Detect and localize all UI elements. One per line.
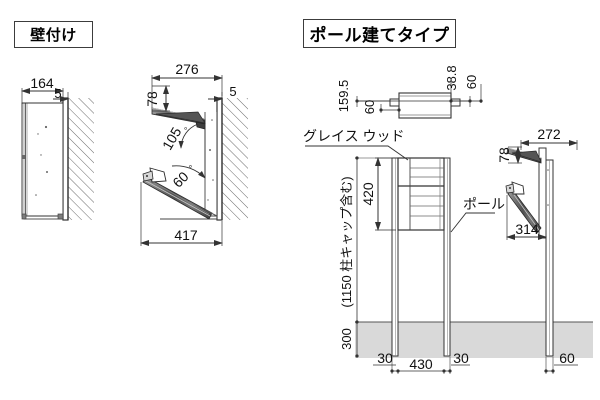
dim-78-right [508,146,522,164]
dim-label-314: 314 [515,221,539,237]
dim-label-159-5: 159.5 [336,80,351,113]
angle-label-105-degree: ° [182,125,193,133]
dim-label-5-wall-2: 5 [229,84,236,99]
angle-60-arc [171,165,206,179]
angle-105-arc [178,123,206,178]
mailbox-body-side [21,102,64,217]
pole-leader [450,212,495,233]
dim-label-430: 430 [409,356,433,372]
wall-open-view [140,75,248,246]
dim-60-plan-right [465,84,483,103]
dim-417 [140,182,223,246]
dim-base-group [373,357,470,374]
dim-label-420: 420 [360,182,376,206]
pole-left [391,157,399,357]
dim-label-5-wall: 5 [54,86,61,101]
wall-face-2 [216,97,223,221]
dim-78-left [152,85,170,112]
callout-grace-wood: グレイス ウッド [303,128,404,144]
lid-open-upper [151,107,206,130]
note-1150-cap: (1150 柱キャップ含む) [339,176,354,307]
angle-label-105: 105 [159,124,185,152]
plan-stub-right [450,98,461,107]
plan-stub-left [389,98,400,107]
dim-label-78-right: 78 [496,147,512,163]
dim-label-60-side: 60 [559,350,575,366]
dim-label-60-plan-right: 60 [464,75,479,89]
dim-label-30-left: 30 [377,350,393,366]
wall-face [62,97,69,221]
wall-hatching [68,98,94,220]
dim-label-272: 272 [537,126,561,142]
dim-314 [506,195,547,240]
dim-38-8 [449,82,465,103]
callout-pole: ポール [463,196,505,212]
dim-label-78-left: 78 [144,91,160,107]
grace-wood-leader [305,145,409,161]
angle-label-60-degree: ° [187,163,197,173]
dim-label-276: 276 [175,61,199,77]
dim-label-38-8: 38.8 [444,65,459,90]
dim-60-plan-left [379,104,401,113]
side-lid-lower [505,181,542,234]
dim-300-1150 [355,156,396,358]
wall-side-view [21,88,94,221]
plan-box [398,92,452,119]
angle-label-60: 60 [169,168,191,190]
dim-label-164: 164 [30,75,54,91]
dim-276 [151,75,223,108]
dim-label-30-right: 30 [453,350,469,366]
dim-label-60-plan-left: 60 [362,100,377,114]
pole-plan-view [355,82,483,119]
mailbox-unit-front [397,157,445,231]
dim-272 [520,140,578,150]
dim-5-wall [53,92,69,102]
panel-title-wall-mount: 壁付け [14,21,93,48]
dim-5-wall-2 [208,92,223,102]
pole-side-view [505,140,578,374]
pole-right [443,157,451,357]
lid-open-lower [142,167,218,220]
dim-label-417: 417 [174,227,198,243]
wall-hatching-2 [222,98,248,220]
mailbox-body-open [204,112,218,217]
dim-60-side [544,357,578,374]
side-lid-upper [506,147,542,164]
dim-label-300: 300 [339,328,354,350]
panel-title-pole-type: ポール建てタイプ [303,19,456,48]
